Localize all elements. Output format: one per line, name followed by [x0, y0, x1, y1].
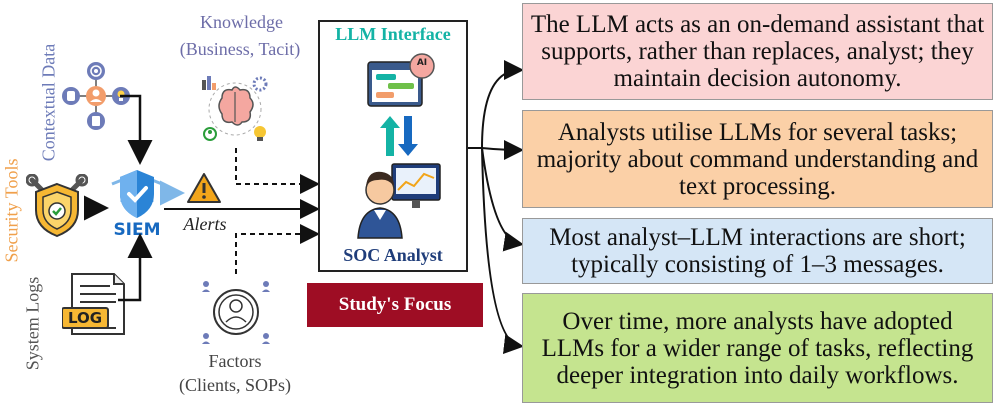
knowledge-subtitle: (Business, Tacit) — [179, 39, 301, 59]
ai-badge-label: AI — [416, 58, 428, 68]
factors-subtitle: (Clients, SOPs) — [178, 375, 292, 395]
focus-box — [318, 20, 468, 272]
finding-box-3: Most analyst–LLM interactions are short;… — [522, 218, 993, 284]
system-logs-icon — [62, 273, 125, 335]
soc-analyst-icon — [357, 163, 441, 239]
finding-text-2: Analysts utilise LLMs for several tasks;… — [536, 118, 979, 200]
finding-box-4: Over time, more analysts have adopted LL… — [522, 293, 993, 403]
study-focus-banner: Study's Focus — [307, 283, 483, 327]
finding-box-2: Analysts utilise LLMs for several tasks;… — [522, 110, 993, 208]
knowledge-brain-icon — [202, 76, 268, 141]
log-badge-label: LOG — [67, 309, 103, 327]
knowledge-title: Knowledge — [200, 12, 283, 32]
llm-interface-label: LLM Interface — [335, 24, 451, 44]
llm-chat-icon — [367, 53, 435, 107]
factors-analyst-icon — [202, 281, 270, 344]
finding-text-4: Over time, more analysts have adopted LL… — [541, 307, 974, 389]
soc-analyst-label: SOC Analyst — [343, 245, 443, 265]
exchange-arrows-icon — [380, 116, 418, 156]
left-connectors — [84, 94, 320, 302]
alert-icon — [187, 173, 221, 203]
alerts-label: Alerts — [183, 214, 227, 234]
security-tools-icon — [26, 174, 88, 238]
finding-text-3: Most analyst–LLM interactions are short;… — [549, 224, 966, 278]
finding-box-1: The LLM acts as an on-demand assistant t… — [522, 3, 993, 100]
siem-shield-icon — [111, 170, 163, 218]
contextual-data-cluster-icon — [62, 62, 130, 130]
factors-title: Factors — [208, 351, 262, 371]
findings-connectors — [468, 60, 524, 355]
finding-text-1: The LLM acts as an on-demand assistant t… — [530, 11, 985, 92]
